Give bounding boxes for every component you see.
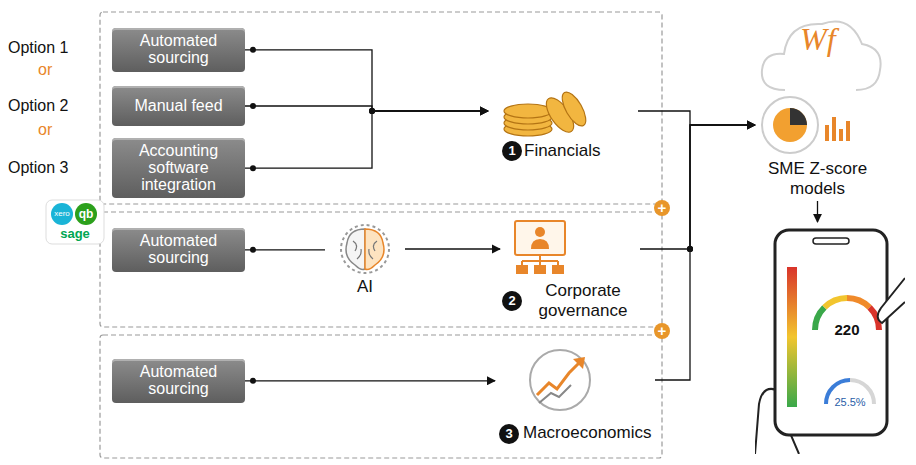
process-box: Automated sourcing — [112, 359, 245, 403]
junction-dot — [687, 246, 693, 252]
data-category: Corporate governance — [500, 219, 640, 323]
process-box: Automated sourcing — [112, 28, 245, 72]
quickbooks-logo: qb — [75, 203, 97, 225]
dashed-panel — [100, 335, 662, 458]
or-label: or — [38, 120, 52, 139]
node-label: Macroeconomics — [523, 423, 653, 443]
option-label: Option 1 — [8, 38, 68, 57]
callout-number: 3 — [499, 424, 519, 444]
ai-node: AI — [325, 223, 405, 303]
box-label: Automated sourcing — [118, 33, 239, 67]
process-box: Manual feed — [112, 86, 245, 126]
node-label: 220 — [822, 321, 872, 338]
box-label: Manual feed — [134, 98, 222, 115]
node-label: 25.5% — [825, 396, 875, 409]
node-label: Corporate governance — [528, 281, 638, 320]
connector — [245, 106, 488, 111]
option-label: Option 2 — [8, 96, 68, 115]
box-label: Automated sourcing — [118, 233, 239, 267]
connector — [640, 125, 755, 249]
plus-badge: + — [654, 323, 670, 339]
junction-dot — [250, 165, 256, 171]
coins-icon — [498, 85, 588, 137]
connector — [245, 50, 488, 111]
process-box: Accounting software integration — [112, 138, 245, 198]
junction-dot — [369, 108, 375, 114]
node-label: Financials — [524, 141, 634, 161]
box-label: Accounting software integration — [118, 143, 239, 193]
connector — [638, 111, 755, 249]
node-label: SME Z-score models — [755, 159, 880, 198]
model-node: SME Z-score models — [755, 95, 880, 201]
logo-badge — [46, 200, 104, 244]
brain-icon — [335, 223, 395, 275]
connector — [405, 248, 500, 249]
connector — [245, 249, 325, 250]
sage-logo: sage — [53, 226, 97, 242]
dashed-panel — [100, 212, 662, 327]
macro-icon — [525, 345, 595, 415]
junction-dot — [250, 247, 256, 253]
phone-icon — [755, 222, 905, 454]
plus-badge: + — [654, 200, 670, 216]
junction-dot — [687, 246, 693, 252]
connector — [245, 111, 488, 168]
junction-dot — [369, 108, 375, 114]
junction-dot — [250, 103, 256, 109]
gov-icon — [500, 219, 580, 279]
option-label: Option 3 — [8, 158, 68, 177]
phone-dashboard: 220 25.5% — [755, 222, 905, 456]
process-box: Automated sourcing — [112, 228, 245, 272]
node-label: AI — [325, 277, 405, 297]
junction-dot — [250, 47, 256, 53]
connector — [245, 380, 495, 381]
junction-dot — [369, 108, 375, 114]
xero-logo: xero — [51, 203, 73, 225]
dashed-panel — [100, 12, 662, 204]
connector — [655, 125, 755, 380]
junction-dot — [687, 246, 693, 252]
connector — [817, 201, 818, 222]
data-category: Macroeconomics — [495, 345, 655, 450]
pie-icon — [755, 95, 855, 155]
callout-number: 2 — [502, 291, 522, 311]
brand-logo: Wf — [800, 20, 836, 58]
junction-dot — [250, 378, 256, 384]
or-label: or — [38, 60, 52, 79]
callout-number: 1 — [502, 141, 522, 161]
box-label: Automated sourcing — [118, 364, 239, 398]
